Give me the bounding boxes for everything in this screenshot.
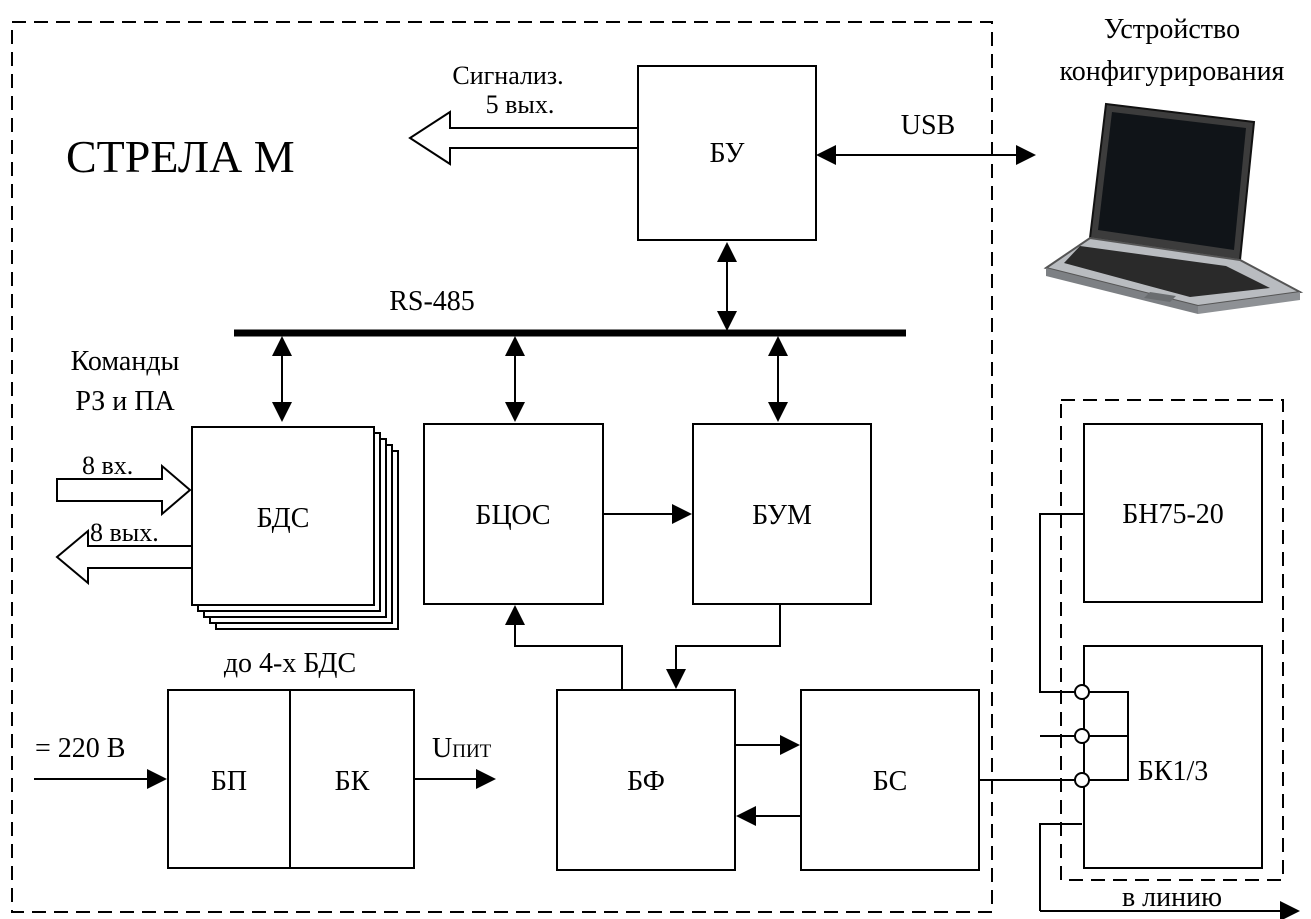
block-btsos <box>423 423 604 605</box>
bds-count-label: до 4-х БДС <box>224 648 356 679</box>
coupling-wiring <box>979 513 1129 911</box>
u-pit-main: U <box>432 733 452 764</box>
signalling-label-line2: 5 вых. <box>486 90 555 119</box>
block-bk13 <box>1083 645 1263 869</box>
bf-to-btsos-arrow <box>505 605 623 690</box>
outputs-arrow <box>55 528 193 586</box>
block-bu <box>637 65 817 241</box>
commands-label-line2: РЗ и ПА <box>75 386 175 417</box>
block-bf-label: БФ <box>627 766 665 797</box>
outputs-label: 8 вых. <box>90 518 159 547</box>
block-bf <box>556 689 736 871</box>
bum-to-bf-arrow <box>666 604 781 689</box>
block-bp-label: БП <box>211 766 247 797</box>
rs485-label: RS-485 <box>389 286 475 317</box>
u-pit-subscript: ПИТ <box>452 741 491 762</box>
block-bn <box>1083 423 1263 603</box>
line-equipment-boundary <box>1060 399 1284 881</box>
block-bk13-label: БК1/3 <box>1138 756 1209 787</box>
laptop-icon <box>1043 102 1304 314</box>
signalling-output-arrow <box>408 110 639 166</box>
to-line-label: в линию <box>1122 882 1222 913</box>
block-bum-label: БУМ <box>752 500 812 531</box>
inputs-arrow <box>56 463 192 517</box>
device-title: СТРЕЛА М <box>66 131 295 182</box>
signalling-label-line1: Сигнализ. <box>452 61 563 90</box>
power-input-label: = 220 В <box>35 733 125 764</box>
block-bum <box>692 423 872 605</box>
commands-label-line1: Команды <box>71 346 180 377</box>
usb-label: USB <box>901 110 955 141</box>
block-bs-label: БС <box>873 766 908 797</box>
device-boundary <box>11 21 993 913</box>
block-bs <box>800 689 980 871</box>
block-bds-label: БДС <box>257 503 310 534</box>
config-device-label-line2: конфигурирования <box>1060 56 1285 87</box>
block-bu-label: БУ <box>710 138 745 169</box>
block-btsos-label: БЦОС <box>475 500 550 531</box>
u-pit-label: UПИТ <box>432 733 492 764</box>
block-bn-label: БН75-20 <box>1122 499 1224 530</box>
inputs-label: 8 вх. <box>82 451 133 480</box>
config-device-label-line1: Устройство <box>1104 14 1240 45</box>
block-bds <box>191 426 375 606</box>
block-bk-label: БК <box>335 766 370 797</box>
